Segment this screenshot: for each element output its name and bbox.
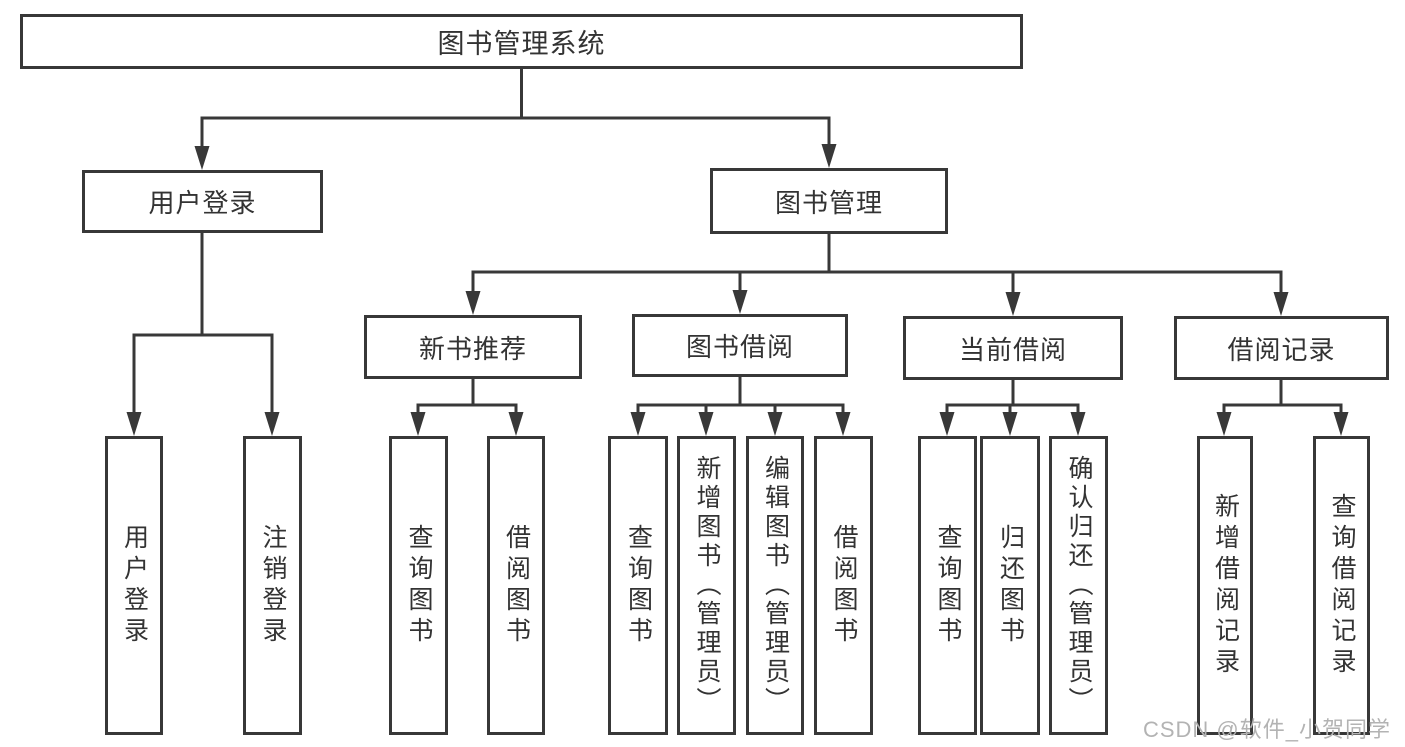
- node-book-borrow: 图书借阅: [632, 314, 848, 377]
- leaf-query-book-1-label: 查询图书: [405, 523, 433, 648]
- leaf-edit-book-admin-label: 编辑图书（管理员）: [761, 455, 790, 716]
- leaf-query-book-3-label: 查询图书: [934, 523, 962, 648]
- leaf-borrow-book-1: 借阅图书: [487, 436, 545, 735]
- leaf-add-borrow-record-label: 新增借阅记录: [1211, 492, 1240, 679]
- node-borrow-record: 借阅记录: [1174, 316, 1389, 380]
- node-current-borrow-label: 当前借阅: [958, 334, 1067, 365]
- leaf-add-borrow-record: 新增借阅记录: [1197, 436, 1253, 735]
- node-root: 图书管理系统: [20, 14, 1023, 69]
- leaf-logout: 注销登录: [243, 436, 302, 735]
- node-user-login: 用户登录: [82, 170, 323, 233]
- leaf-return-book-label: 归还图书: [996, 523, 1025, 648]
- arrowhead-icons: [126, 144, 1349, 436]
- node-new-book-recommend-label: 新书推荐: [418, 333, 527, 364]
- leaf-user-login-label: 用户登录: [120, 523, 149, 648]
- leaf-edit-book-admin: 编辑图书（管理员）: [746, 436, 804, 735]
- leaf-query-book-1: 查询图书: [389, 436, 448, 735]
- leaf-confirm-return-admin-label: 确认归还（管理员）: [1065, 455, 1093, 716]
- leaf-borrow-book-2: 借阅图书: [814, 436, 873, 735]
- node-book-borrow-label: 图书借阅: [685, 332, 794, 362]
- node-book-management: 图书管理: [710, 168, 948, 234]
- leaf-borrow-book-1-label: 借阅图书: [502, 523, 531, 648]
- leaf-add-book-admin-label: 新增图书（管理员）: [693, 455, 721, 716]
- leaf-user-login: 用户登录: [105, 436, 163, 735]
- node-borrow-record-label: 借阅记录: [1227, 334, 1336, 365]
- leaf-query-borrow-record: 查询借阅记录: [1313, 436, 1370, 735]
- node-book-management-label: 图书管理: [774, 187, 883, 218]
- node-new-book-recommend: 新书推荐: [364, 315, 582, 379]
- leaf-query-book-2: 查询图书: [608, 436, 668, 735]
- node-current-borrow: 当前借阅: [903, 316, 1123, 380]
- leaf-query-borrow-record-label: 查询借阅记录: [1328, 492, 1356, 679]
- leaf-confirm-return-admin: 确认归还（管理员）: [1049, 436, 1108, 735]
- leaf-add-book-admin: 新增图书（管理员）: [677, 436, 736, 735]
- leaf-query-book-3: 查询图书: [918, 436, 977, 735]
- leaf-query-book-2-label: 查询图书: [624, 523, 653, 648]
- leaf-borrow-book-2-label: 借阅图书: [830, 523, 858, 648]
- node-user-login-label: 用户登录: [148, 188, 257, 218]
- leaf-return-book: 归还图书: [980, 436, 1040, 735]
- node-root-label: 图书管理系统: [437, 29, 606, 59]
- leaf-logout-label: 注销登录: [259, 523, 287, 648]
